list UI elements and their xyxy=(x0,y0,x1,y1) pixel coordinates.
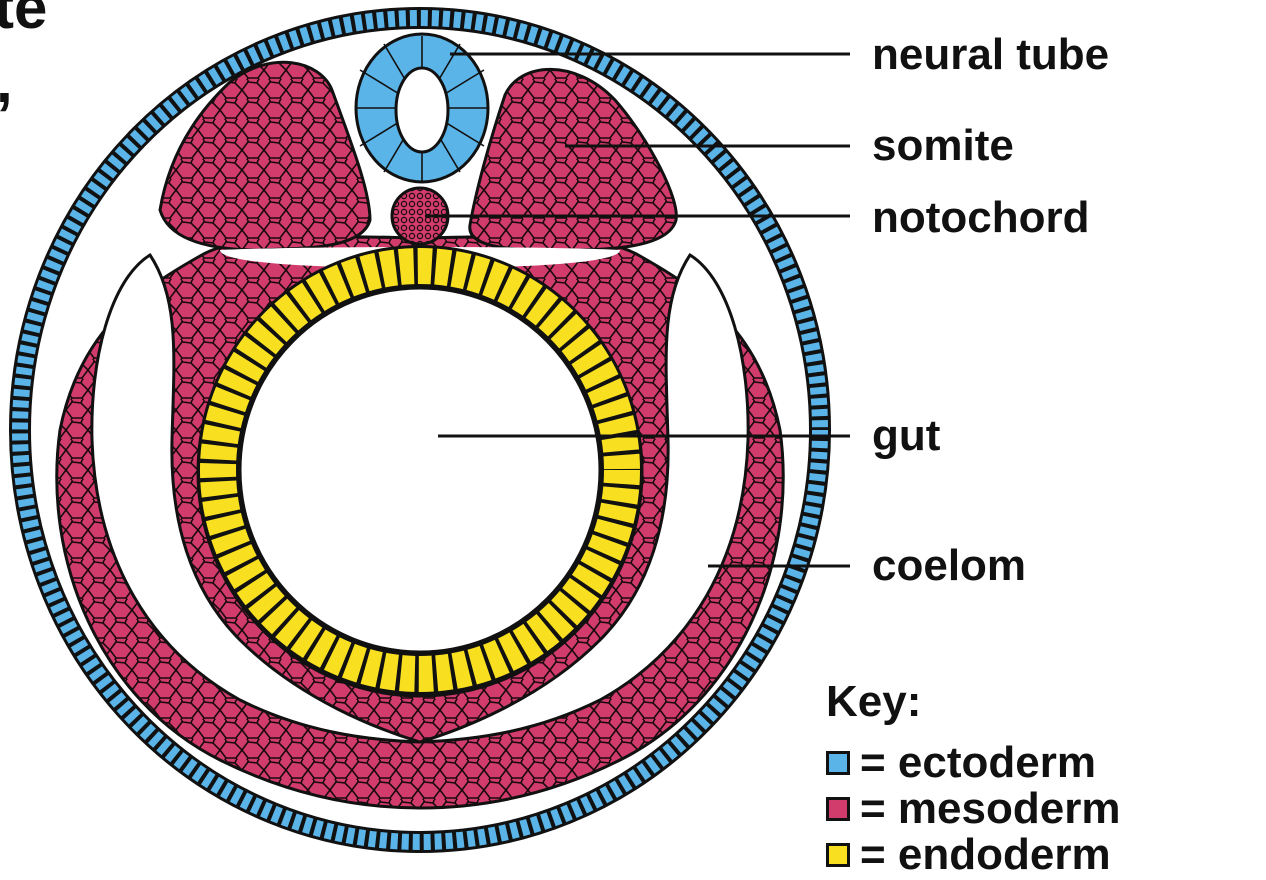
key-item-mesoderm-label: = mesoderm xyxy=(860,787,1120,831)
key-item-endoderm-label: = endoderm xyxy=(860,833,1111,877)
key-title: Key: xyxy=(826,680,921,724)
cutoff-text-top: te xyxy=(0,0,47,38)
endoderm-swatch xyxy=(826,843,850,867)
label-gut: gut xyxy=(872,414,940,458)
ectoderm-swatch xyxy=(826,751,850,775)
key-item-endoderm: = endoderm xyxy=(826,834,1111,876)
key-item-mesoderm: = mesoderm xyxy=(826,788,1120,830)
label-notochord: notochord xyxy=(872,196,1090,240)
endoderm-layer xyxy=(198,248,642,696)
label-coelom: coelom xyxy=(872,544,1026,588)
neural-tube-shape xyxy=(356,34,488,182)
key-item-ectoderm: = ectoderm xyxy=(826,742,1096,784)
label-neural-tube: neural tube xyxy=(872,33,1109,77)
gut-lumen xyxy=(240,288,600,652)
mesoderm-swatch xyxy=(826,797,850,821)
cutoff-text-comma: , xyxy=(0,52,13,112)
key-item-ectoderm-label: = ectoderm xyxy=(860,741,1096,785)
label-somite: somite xyxy=(872,124,1014,168)
